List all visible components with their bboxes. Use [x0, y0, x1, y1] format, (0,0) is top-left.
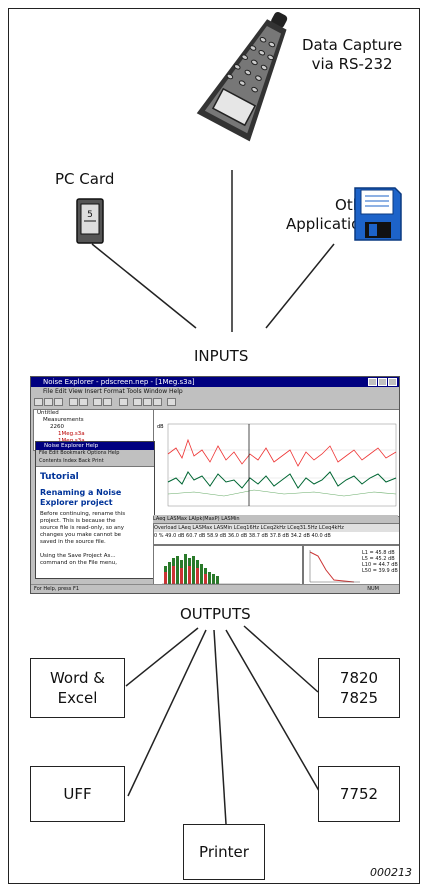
word-excel-box: Word &Excel: [30, 658, 125, 718]
minimize-icon[interactable]: [368, 378, 377, 386]
uff-box: UFF: [30, 766, 125, 822]
figure-code: 000213: [370, 866, 412, 879]
pc-card-icon: 5: [76, 198, 104, 244]
menu-bar[interactable]: File Edit View Insert Format Tools Windo…: [31, 387, 399, 396]
preview-icon[interactable]: [79, 398, 88, 406]
close-icon[interactable]: [388, 378, 397, 386]
floppy-disk-icon: [354, 187, 402, 241]
spectrum-icon[interactable]: [143, 398, 152, 406]
model-7752-box: 7752: [318, 766, 400, 822]
time-history-chart: dB: [153, 409, 399, 517]
chart-legend: LAeq LASMax LAIpk(MaxP) LASMin: [153, 515, 398, 523]
diagram-frame: [8, 8, 420, 884]
results-table: Overload LAeq LASMax LASMin LCeq16Hz LCe…: [153, 523, 399, 545]
help-window: Noise Explorer Help File Edit Bookmark O…: [35, 441, 155, 579]
inputs-label: INPUTS: [194, 347, 249, 365]
pointer-icon[interactable]: [119, 398, 128, 406]
chart-icon[interactable]: [93, 398, 102, 406]
new-icon[interactable]: [34, 398, 43, 406]
svg-text:dB: dB: [157, 424, 164, 430]
help-icon[interactable]: [167, 398, 176, 406]
help-menu[interactable]: File Edit Bookmark Options Help: [36, 450, 154, 457]
sound-level-meter-icon: [196, 11, 288, 142]
graph-icon[interactable]: [133, 398, 142, 406]
status-bar: For Help, press F1 NUM: [31, 584, 399, 593]
open-icon[interactable]: [44, 398, 53, 406]
printer-box: Printer: [183, 824, 265, 880]
print-icon[interactable]: [69, 398, 78, 406]
noise-explorer-screenshot: Noise Explorer - pdscreen.nep - [1Meg.s3…: [30, 376, 400, 594]
stats-icon[interactable]: [153, 398, 162, 406]
maximize-icon[interactable]: [378, 378, 387, 386]
window-titlebar: Noise Explorer - pdscreen.nep - [1Meg.s3…: [31, 377, 399, 387]
svg-text:5: 5: [87, 210, 93, 220]
table-icon[interactable]: [103, 398, 112, 406]
spectrum-chart: [153, 545, 303, 587]
save-icon[interactable]: [54, 398, 63, 406]
toolbar: [31, 396, 399, 408]
help-titlebar: Noise Explorer Help: [36, 442, 154, 450]
pc-card-label: PC Card: [55, 170, 115, 188]
help-buttons[interactable]: Contents Index Back Print: [36, 457, 154, 467]
tutorial-heading: Tutorial: [40, 472, 79, 482]
outputs-label: OUTPUTS: [180, 605, 251, 623]
